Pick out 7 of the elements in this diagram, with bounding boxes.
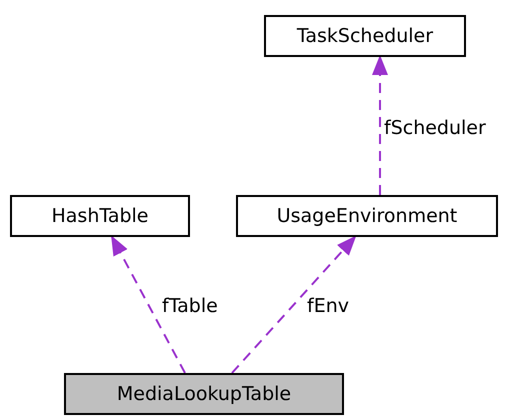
- dashed-arrow: [231, 236, 356, 374]
- class-box: MediaLookupTable: [64, 373, 344, 415]
- dashed-arrow: [111, 235, 186, 374]
- dashed-arrow: [372, 55, 388, 195]
- class-box: HashTable: [10, 195, 190, 237]
- class-box: TaskScheduler: [264, 15, 466, 57]
- class-box: UsageEnvironment: [236, 195, 498, 237]
